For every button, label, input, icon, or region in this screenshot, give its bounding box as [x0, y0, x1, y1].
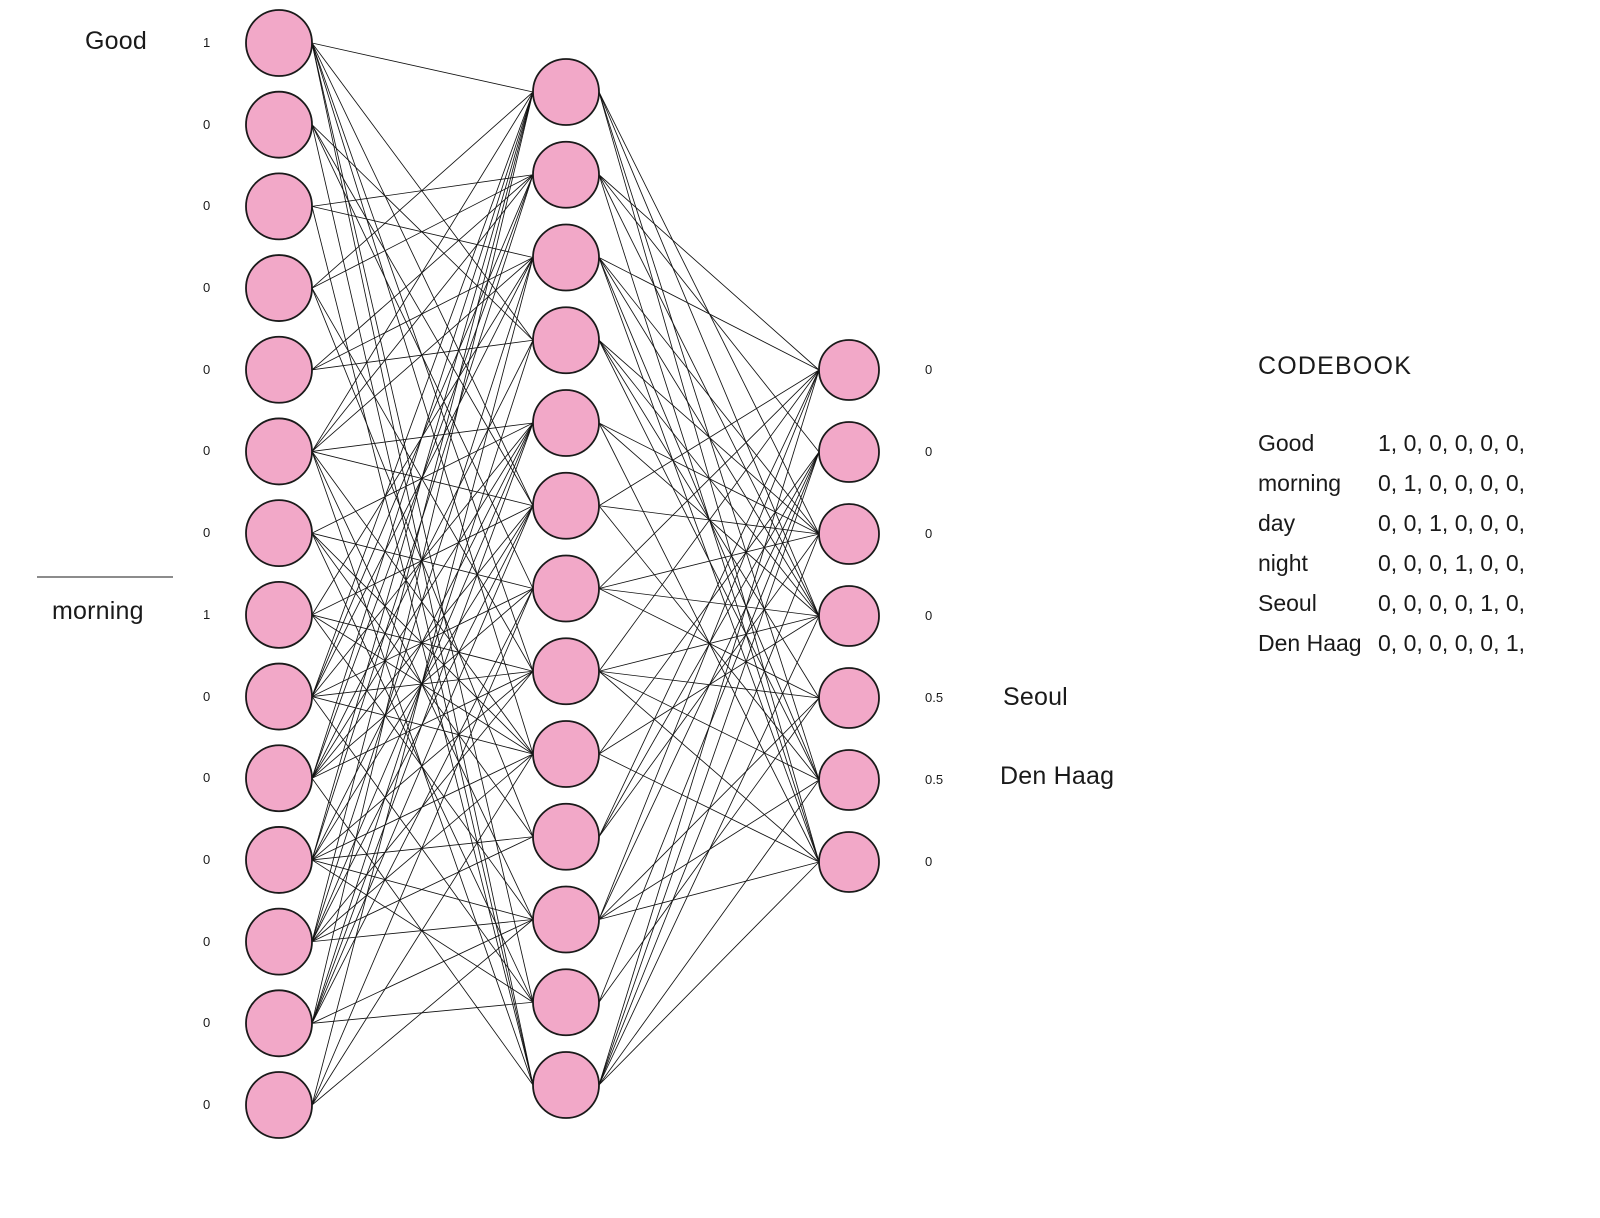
output-value-4: 0.5	[925, 690, 944, 705]
output-node-1[interactable]	[818, 421, 880, 483]
hidden-node-9[interactable]	[532, 802, 600, 871]
hidden-node-7[interactable]	[532, 637, 600, 706]
input-value-2: 0	[203, 198, 211, 214]
codebook-word-4: Seoul	[1258, 590, 1317, 616]
input-node-4[interactable]	[245, 335, 313, 404]
hidden-node-5[interactable]	[532, 471, 600, 540]
input-value-0: 1	[203, 35, 211, 50]
input-node-11[interactable]	[245, 907, 313, 976]
hidden-node-3[interactable]	[532, 306, 600, 375]
output-value-1: 0	[925, 444, 933, 459]
hidden-node-4[interactable]	[532, 389, 600, 457]
input-node-12[interactable]	[245, 989, 313, 1058]
output-node-6[interactable]	[818, 831, 880, 893]
output-value-5: 0.5	[925, 772, 944, 787]
hidden-node-12[interactable]	[532, 1051, 600, 1119]
output-node-4[interactable]	[818, 667, 880, 729]
edge-group	[311, 42, 820, 1106]
input-node-0[interactable]	[245, 9, 313, 77]
codebook-vector-4: 0, 0, 0, 0, 1, 0,	[1378, 590, 1526, 616]
codebook-word-0: Good	[1258, 430, 1315, 456]
input-value-12: 0	[203, 1015, 211, 1031]
hidden-node-2[interactable]	[532, 223, 600, 292]
output-node-0[interactable]	[818, 339, 880, 401]
input-node-6[interactable]	[245, 499, 313, 568]
codebook-vector-2: 0, 0, 1, 0, 0, 0,	[1378, 510, 1526, 536]
input-node-1[interactable]	[245, 90, 313, 159]
input-node-10[interactable]	[245, 826, 313, 894]
codebook-vector-0: 1, 0, 0, 0, 0, 0,	[1378, 430, 1526, 456]
output-value-3: 0	[925, 608, 933, 623]
output-value-2: 0	[925, 526, 933, 541]
hidden-node-6[interactable]	[532, 554, 600, 623]
output-value-0: 0	[925, 362, 933, 377]
input-node-5[interactable]	[245, 417, 313, 486]
input-node-7[interactable]	[245, 580, 313, 649]
output-node-2[interactable]	[818, 503, 880, 565]
input-value-6: 0	[203, 525, 211, 541]
input-label-good: Good	[85, 27, 147, 55]
input-value-1: 0	[203, 116, 211, 132]
input-label-morning: morning	[52, 597, 144, 625]
codebook-vector-3: 0, 0, 0, 1, 0, 0,	[1378, 550, 1526, 576]
output-label-seoul: Seoul	[1003, 683, 1068, 711]
output-node-5[interactable]	[818, 749, 880, 811]
codebook-word-1: morning	[1258, 470, 1342, 496]
codebook-vector-1: 0, 1, 0, 0, 0, 0,	[1378, 470, 1526, 496]
input-value-7: 1	[203, 606, 211, 622]
codebook-vector-5: 0, 0, 0, 0, 0, 1,	[1378, 630, 1526, 656]
input-node-9[interactable]	[245, 744, 313, 813]
output-value-6: 0	[925, 854, 933, 869]
codebook-word-2: day	[1258, 510, 1296, 536]
output-node-3[interactable]	[818, 585, 880, 647]
codebook-title: CODEBOOK	[1258, 352, 1413, 380]
hidden-node-0[interactable]	[532, 58, 600, 126]
input-value-8: 0	[203, 688, 211, 704]
input-value-5: 0	[203, 443, 211, 459]
input-value-11: 0	[203, 933, 211, 949]
input-node-8[interactable]	[245, 662, 313, 731]
input-value-10: 0	[203, 851, 211, 867]
codebook-word-3: night	[1258, 550, 1308, 576]
input-label-divider	[37, 576, 173, 578]
codebook-word-5: Den Haag	[1258, 630, 1362, 656]
input-node-13[interactable]	[245, 1071, 313, 1139]
input-node-2[interactable]	[245, 172, 313, 241]
input-value-9: 0	[203, 770, 211, 786]
input-node-3[interactable]	[245, 254, 313, 322]
hidden-node-1[interactable]	[532, 140, 600, 209]
input-value-13: 0	[203, 1097, 211, 1112]
node-group	[245, 9, 880, 1139]
output-label-den-haag: Den Haag	[1000, 762, 1115, 790]
hidden-node-10[interactable]	[532, 885, 600, 954]
hidden-node-11[interactable]	[532, 968, 600, 1037]
input-value-3: 0	[203, 280, 211, 296]
hidden-node-8[interactable]	[532, 720, 600, 788]
input-value-4: 0	[203, 361, 211, 377]
